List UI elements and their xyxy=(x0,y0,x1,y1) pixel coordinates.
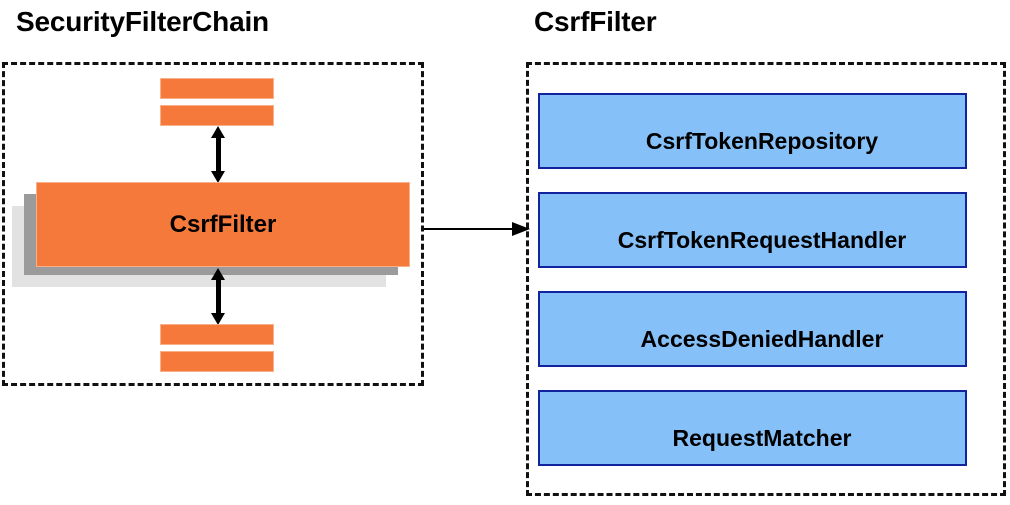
arrow-stem xyxy=(216,135,221,174)
filter-stub-bar xyxy=(160,78,274,99)
collaborator-card-label: CsrfTokenRepository xyxy=(645,127,879,154)
page-title-csrf-filter: CsrfFilter xyxy=(534,6,657,37)
collaborator-card-csrf-token-repository[interactable]: CsrfTokenRepository xyxy=(538,93,986,189)
connector-arrow-icon xyxy=(424,222,530,236)
connector-stem xyxy=(424,228,514,230)
arrow-stem xyxy=(216,277,221,316)
arrow-head-up-icon xyxy=(211,126,225,138)
filter-stub-bar xyxy=(160,105,274,126)
card-face: RequestMatcher xyxy=(538,390,967,466)
security-filter-chain-container xyxy=(2,62,424,386)
collaborator-card-label: RequestMatcher xyxy=(672,424,852,451)
page-title-security-filter-chain: SecurityFilterChain xyxy=(16,6,269,37)
collaborator-card-label: CsrfTokenRequestHandler xyxy=(617,226,907,253)
csrf-filter-node-label: CsrfFilter xyxy=(169,210,277,238)
card-face: CsrfTokenRepository xyxy=(538,93,967,169)
collaborator-card-label: AccessDeniedHandler xyxy=(640,325,884,352)
double-arrow-icon xyxy=(211,126,225,183)
collaborator-card-request-matcher[interactable]: RequestMatcher xyxy=(538,390,986,486)
card-face: AccessDeniedHandler xyxy=(538,291,967,367)
collaborator-card-csrf-token-request-handler[interactable]: CsrfTokenRequestHandler xyxy=(538,192,986,288)
arrow-head-down-icon xyxy=(211,313,225,325)
arrow-head-down-icon xyxy=(211,171,225,183)
collaborator-card-access-denied-handler[interactable]: AccessDeniedHandler xyxy=(538,291,986,387)
arrow-head-right-icon xyxy=(512,222,530,236)
csrf-filter-container xyxy=(526,62,1006,496)
card-face: CsrfFilter xyxy=(36,182,410,267)
filter-stub-bar xyxy=(160,324,274,345)
double-arrow-icon xyxy=(211,268,225,325)
arrow-head-up-icon xyxy=(211,268,225,280)
card-face: CsrfTokenRequestHandler xyxy=(538,192,967,268)
filter-stub-bar xyxy=(160,351,274,372)
csrf-filter-node[interactable]: CsrfFilter xyxy=(12,182,410,287)
